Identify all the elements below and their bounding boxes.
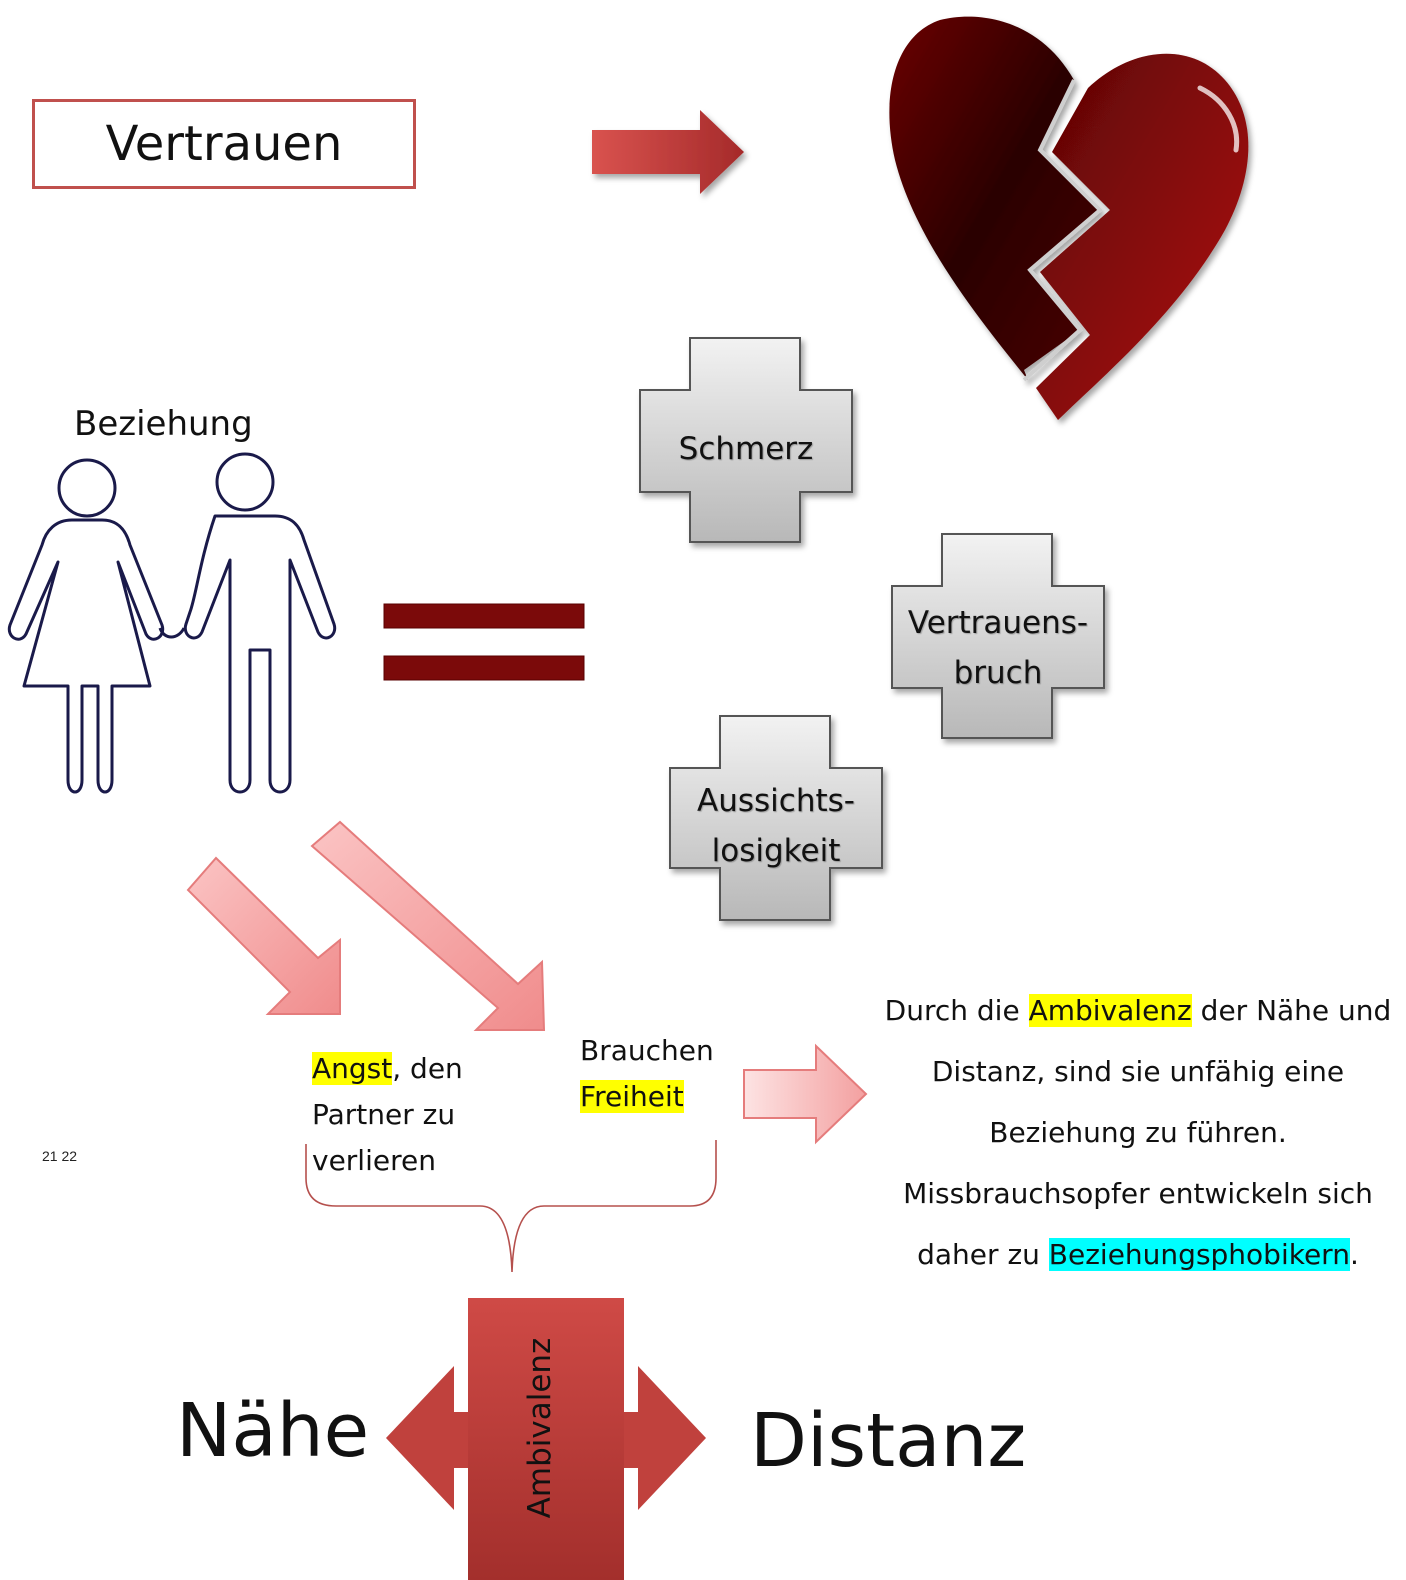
naehe-label: Nähe [176,1388,370,1474]
equals-bar-bottom [383,655,585,681]
explanation-text: Durch die Ambivalenz der Nähe und Distan… [880,980,1396,1285]
freiheit-highlight: Freiheit [580,1080,684,1113]
cross-label-vertrauensbruch: Vertrauens- bruch [892,598,1104,698]
explanation-line2: Distanz, sind sie unfähig eine [931,1055,1345,1088]
broken-heart-icon [889,16,1249,421]
explanation-line4: Missbrauchsopfer entwickeln sich [903,1177,1373,1210]
top-right-arrow [592,110,744,194]
cross-vertrauensbruch [891,533,1105,739]
couple-icon [7,452,337,794]
vertrauensbruch-line2: bruch [953,655,1043,691]
cross-label-schmerz: Schmerz [678,431,814,467]
beziehungsphobikern-highlight: Beziehungsphobikern [1048,1238,1350,1271]
fear-line2: Partner zu [312,1098,456,1131]
need-text: Brauchen Freiheit [580,1028,740,1120]
fear-line3: verlieren [312,1144,436,1177]
cross-label-aussichtslosigkeit: Aussichts- losigkeit [670,776,882,876]
equals-bar-top [383,603,585,629]
fear-line1-rest: , den [392,1052,463,1085]
ambivalence-double-arrow [386,1298,706,1580]
beziehung-label: Beziehung [74,404,253,444]
cross-schmerz [639,337,853,543]
curly-brace [305,1140,717,1273]
diagonal-arrow-left [186,856,341,1015]
angst-highlight: Angst [312,1052,393,1085]
aussichtslosigkeit-line2: losigkeit [711,833,841,869]
vertrauen-box: Vertrauen [32,99,416,189]
distanz-label: Distanz [750,1398,1027,1484]
ambivalenz-highlight: Ambivalenz [1028,994,1192,1027]
fear-text: Angst, den Partner zu verlieren [312,1046,522,1184]
vertrauensbruch-line1: Vertrauens- [907,605,1089,641]
need-line1: Brauchen [580,1034,714,1067]
right-arrow-explanation [743,1043,868,1145]
explanation-line3: Beziehung zu führen. [989,1116,1287,1149]
aussichtslosigkeit-line1: Aussichts- [697,783,855,819]
page-number: 21 22 [42,1148,78,1164]
cross-aussichtslosigkeit [669,715,883,921]
diagonal-arrow-right [310,820,546,1031]
vertrauen-label: Vertrauen [105,116,343,172]
